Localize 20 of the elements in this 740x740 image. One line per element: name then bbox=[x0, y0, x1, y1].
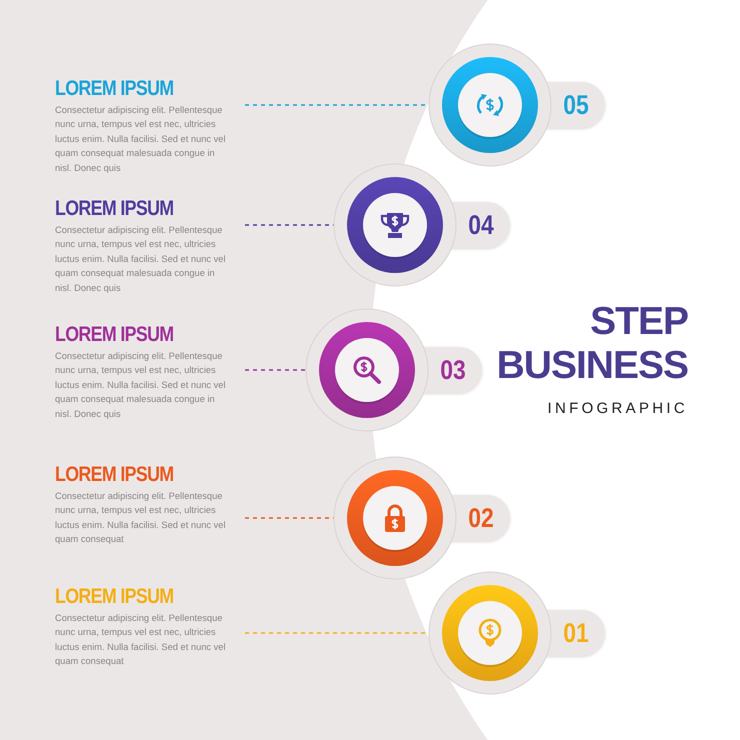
step-number: 05 bbox=[563, 90, 589, 120]
step-heading: LOREM IPSUM bbox=[55, 585, 174, 609]
step-description: Consectetur adipiscing elit. Pellentesque nunc urna, tempus vel est nec, ultricies luctus enim. Nulla facilisi. Sed et nunc vel quam consequat bbox=[55, 490, 227, 546]
step-heading: LOREM IPSUM bbox=[55, 463, 174, 487]
step-number: 02 bbox=[468, 503, 494, 533]
step-description: Consectetur adipiscing elit. Pellentesque nunc urna, tempus vel est nec, ultricies luctus enim. Nulla facilisi. Sed et nunc vel quam consequat malesuada congue in nisl. Donec quis bbox=[55, 104, 227, 175]
step-description: Consectetur adipiscing elit. Pellentesque nunc urna, tempus vel est nec, ultricies luctus enim. Nulla facilisi. Sed et nunc vel quam consequat malesuada congue in nisl. Donec quis bbox=[55, 350, 227, 421]
dashed-connector bbox=[245, 224, 334, 226]
dashed-connector bbox=[245, 517, 334, 519]
step-heading: LOREM IPSUM bbox=[55, 323, 174, 347]
step-description: Consectetur adipiscing elit. Pellentesque nunc urna, tempus vel est nec, ultricies luctus enim. Nulla facilisi. Sed et nunc vel quam consequat bbox=[55, 612, 227, 668]
title: STEP BUSINESS bbox=[496, 300, 688, 388]
step-number: 04 bbox=[468, 210, 494, 240]
step-heading: LOREM IPSUM bbox=[55, 77, 174, 101]
subtitle: INFOGRAPHIC bbox=[546, 400, 688, 417]
dashed-connector bbox=[245, 369, 306, 371]
step-heading: LOREM IPSUM bbox=[55, 197, 174, 221]
step-description: Consectetur adipiscing elit. Pellentesque nunc urna, tempus vel est nec, ultricies luctus enim. Nulla facilisi. Sed et nunc vel quam consequat malesuada congue in nisl. Donec quis bbox=[55, 224, 227, 295]
step-number: 01 bbox=[563, 618, 589, 648]
step-number: 03 bbox=[440, 355, 466, 385]
